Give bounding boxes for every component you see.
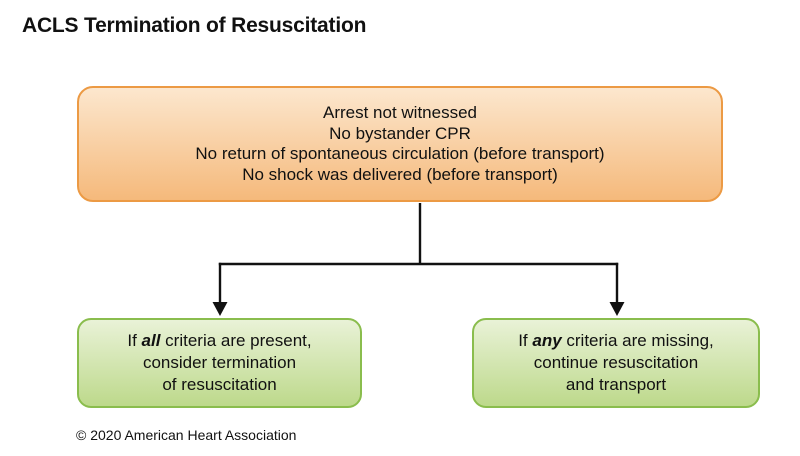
criteria-line: No bystander CPR — [329, 123, 471, 143]
criteria-line: No return of spontaneous circulation (be… — [195, 144, 605, 163]
outcome-right-line2: continue resuscitation — [533, 353, 699, 372]
outcome-right-line1: If any criteria are missing, — [518, 330, 714, 352]
outcome-left-rest: criteria are present, — [160, 331, 312, 350]
criteria-box-text: Arrest not witnessed No bystander CPR No… — [195, 103, 604, 185]
outcome-box-continue: If any criteria are missing, continue re… — [472, 318, 760, 408]
outcome-right-rest: criteria are missing, — [561, 331, 714, 350]
outcome-right-prefix: If — [518, 331, 533, 350]
page-title: ACLS Termination of Resuscitation — [22, 14, 367, 37]
outcome-left-line2: consider termination — [142, 353, 297, 372]
outcome-left-text: If all criteria are present, consider te… — [127, 330, 311, 396]
outcome-right-text: If any criteria are missing, continue re… — [518, 330, 714, 396]
criteria-line: No shock was delivered (before transport… — [242, 164, 558, 184]
copyright-text: © 2020 American Heart Association — [76, 427, 297, 443]
criteria-box: Arrest not witnessed No bystander CPR No… — [77, 86, 723, 202]
outcome-right-line3: and transport — [565, 375, 667, 394]
criteria-line: Arrest not witnessed — [322, 103, 477, 122]
outcome-left-line3: of resuscitation — [162, 375, 277, 394]
arrowhead-left-icon — [212, 302, 228, 316]
outcome-left-line1: If all criteria are present, — [127, 330, 311, 352]
outcome-right-emphasis: any — [532, 331, 562, 350]
arrowhead-right-icon — [609, 302, 625, 316]
outcome-left-emphasis: all — [141, 331, 161, 350]
outcome-box-termination: If all criteria are present, consider te… — [77, 318, 362, 408]
outcome-left-prefix: If — [127, 331, 142, 350]
